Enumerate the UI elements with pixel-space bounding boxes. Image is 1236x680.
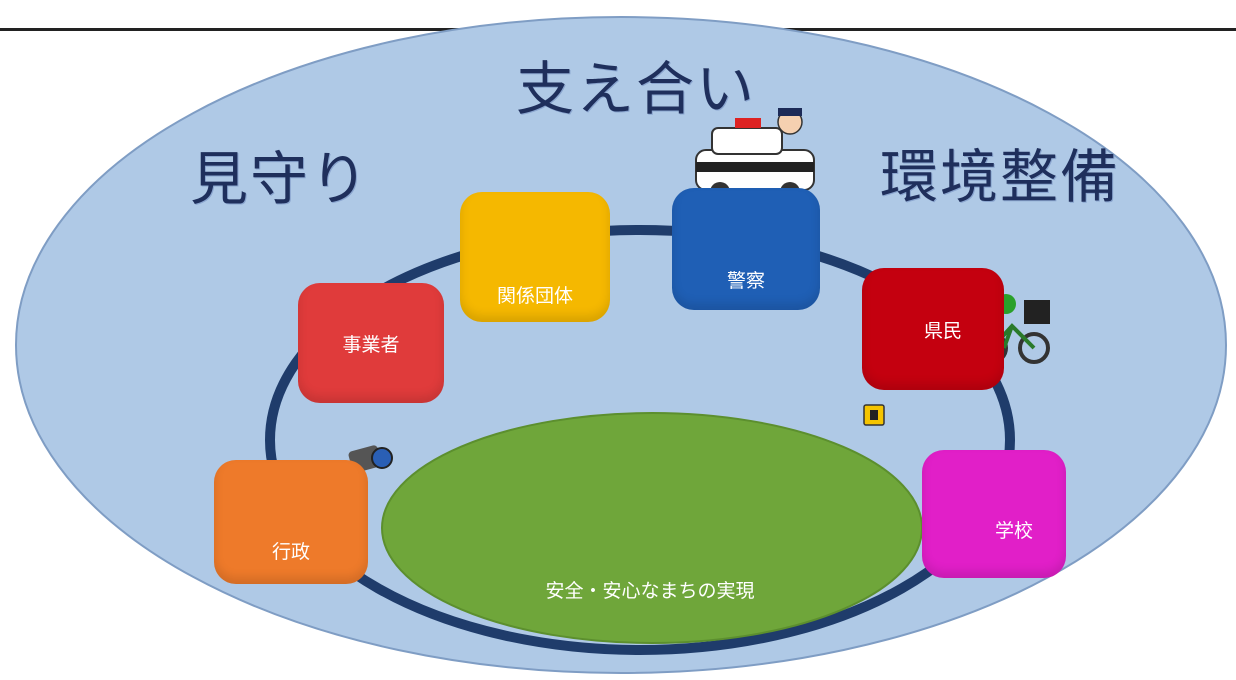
group-business: 事業者 xyxy=(298,283,444,403)
headline-environment: 環境整備 xyxy=(880,143,1121,211)
headline-support: 支え合い xyxy=(516,55,757,123)
headline-watching: 見守り xyxy=(190,145,371,213)
connecting-ring xyxy=(265,225,1015,655)
security-camera-icon xyxy=(343,445,393,484)
group-associations-label: 関係団体 xyxy=(496,285,573,307)
group-police: 警察 xyxy=(672,188,820,310)
center-goal-label: 安全・安心なまちの実現 xyxy=(545,580,755,602)
group-government: 行政 xyxy=(214,460,368,584)
group-associations: 関係団体 xyxy=(460,192,610,322)
group-police-label: 警察 xyxy=(726,269,765,292)
group-government-label: 行政 xyxy=(271,541,310,563)
group-school: 学校 xyxy=(922,450,1066,578)
group-citizens: 県民 xyxy=(862,268,1004,390)
school-zone-sign-icon xyxy=(863,404,885,426)
inner-ellipse xyxy=(381,412,923,644)
group-citizens-label: 県民 xyxy=(923,319,962,342)
group-business-label: 事業者 xyxy=(342,333,400,356)
group-school-label: 学校 xyxy=(994,519,1033,542)
